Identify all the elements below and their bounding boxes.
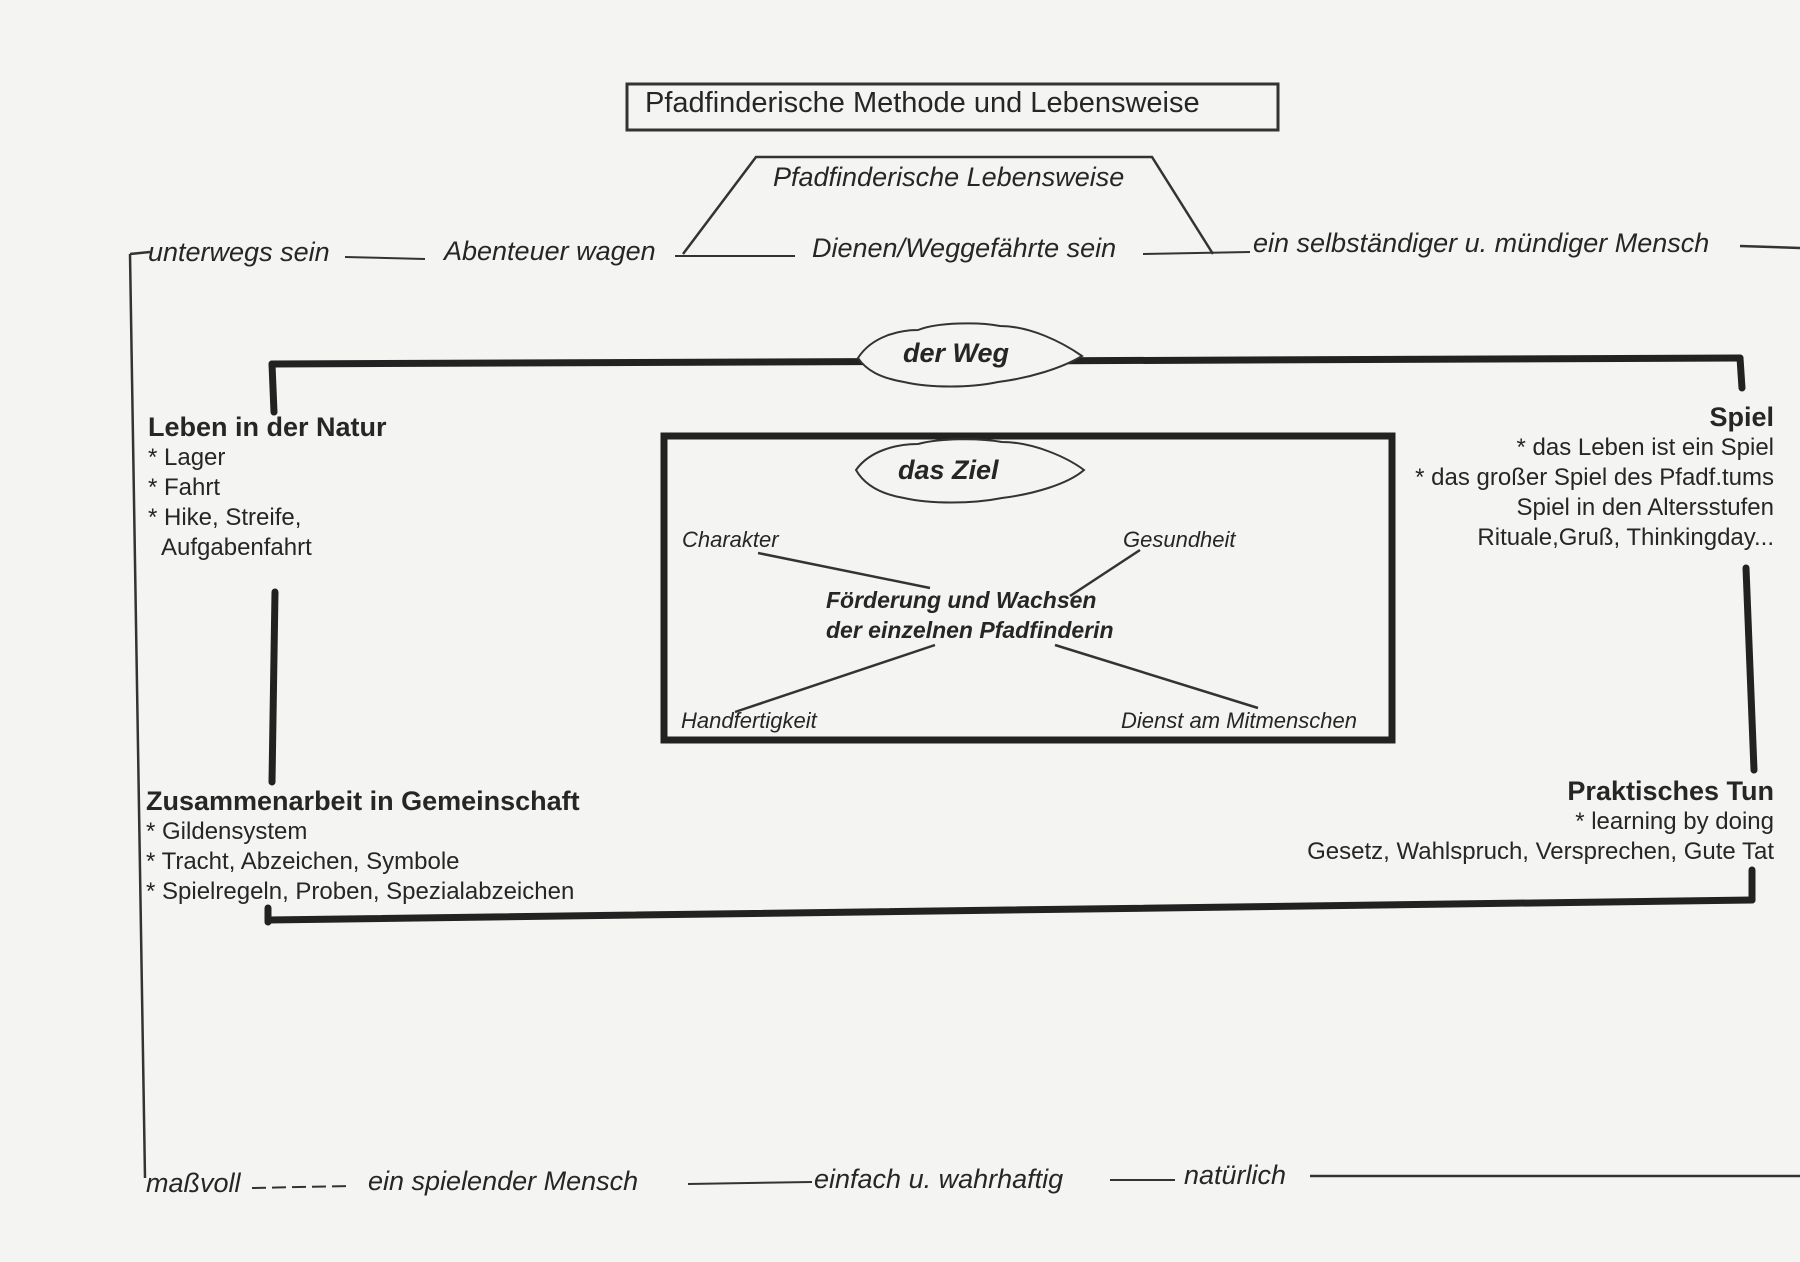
ziel-cloud — [854, 438, 1086, 504]
weg-label: der Weg — [903, 338, 1010, 368]
page-title: Pfadfinderische Methode und Lebensweise — [645, 87, 1200, 119]
spiel-item: * das großer Spiel des Pfadf.tums — [1415, 464, 1774, 491]
natur-heading: Leben in der Natur — [148, 412, 387, 442]
bottom-chain-3: einfach u. wahrhaftig — [814, 1164, 1064, 1194]
weg-left-mid — [268, 588, 279, 786]
natur-item: Aufgabenfahrt — [161, 534, 312, 561]
natur-block: Leben in der Natur * Lager * Fahrt * Hik… — [148, 412, 387, 563]
bottom-connector-1 — [251, 1185, 351, 1189]
tun-item: * learning by doing — [1575, 808, 1774, 835]
weg-right-mid — [1742, 564, 1758, 774]
ziel-label: das Ziel — [898, 455, 999, 485]
top-chain-1: unterwegs sein — [148, 237, 330, 267]
natur-item: * Fahrt — [148, 474, 221, 501]
x-line-charakter — [757, 551, 931, 590]
lebensweise-trapezoid — [682, 155, 1215, 255]
x-line-gesundheit — [1069, 548, 1141, 598]
spiel-item: * das Leben ist ein Spiel — [1516, 434, 1774, 461]
weg-bottom-line — [264, 896, 1756, 924]
spiel-block: Spiel * das Leben ist ein Spiel * das gr… — [1415, 402, 1774, 553]
gemeinschaft-item: * Gildensystem — [146, 818, 308, 845]
top-chain-3: Dienen/Weggefährte sein — [812, 233, 1117, 263]
spiel-item: Spiel in den Altersstufen — [1516, 494, 1775, 521]
corner-charakter: Charakter — [682, 527, 779, 552]
natur-item: * Hike, Streife, — [148, 504, 302, 531]
gemeinschaft-block: Zusammenarbeit in Gemeinschaft * Gildens… — [146, 786, 580, 907]
natur-item: * Lager — [148, 444, 226, 471]
spiel-heading: Spiel — [1709, 402, 1774, 432]
frame-top-left — [129, 250, 151, 256]
title-box — [625, 82, 1280, 132]
bottom-chain-4: natürlich — [1184, 1160, 1287, 1190]
top-chain-4: ein selbständiger u. mündiger Mensch — [1253, 228, 1710, 258]
bottom-connector-2 — [687, 1181, 813, 1185]
lebensweise-label: Pfadfinderische Lebensweise — [773, 162, 1125, 192]
x-line-handfertigkeit — [734, 643, 936, 714]
center-line-1: Förderung und Wachsen — [826, 587, 1097, 613]
ziel-box — [660, 432, 1396, 744]
weg-right-top — [1736, 354, 1746, 392]
top-connector-1 — [344, 256, 426, 260]
spiel-item: Rituale,Gruß, Thinkingday... — [1477, 524, 1774, 551]
gemeinschaft-heading: Zusammenarbeit in Gemeinschaft — [146, 786, 580, 816]
tun-block: Praktisches Tun * learning by doing Gese… — [1307, 776, 1774, 867]
corner-dienst: Dienst am Mitmenschen — [1121, 708, 1357, 733]
frame-top-right — [1739, 244, 1800, 250]
frame-left — [128, 253, 147, 1179]
top-connector-3 — [1142, 251, 1251, 255]
top-chain-2: Abenteuer wagen — [444, 236, 656, 266]
bottom-chain-1: maßvoll — [146, 1168, 241, 1198]
gemeinschaft-item: * Spielregeln, Proben, Spezialabzeichen — [146, 878, 575, 905]
tun-item: Gesetz, Wahlspruch, Versprechen, Gute Ta… — [1307, 838, 1774, 865]
gemeinschaft-item: * Tracht, Abzeichen, Symbole — [146, 848, 460, 875]
weg-cloud — [856, 322, 1084, 388]
center-text: Förderung und Wachsen der einzelnen Pfad… — [826, 585, 1114, 645]
tun-heading: Praktisches Tun — [1567, 776, 1774, 806]
corner-gesundheit: Gesundheit — [1123, 527, 1236, 552]
bottom-chain-2: ein spielender Mensch — [368, 1166, 639, 1196]
x-line-dienst — [1054, 643, 1259, 710]
weg-left-top — [268, 360, 278, 416]
center-line-2: der einzelnen Pfadfinderin — [826, 617, 1114, 643]
corner-handfertigkeit: Handfertigkeit — [681, 708, 817, 733]
